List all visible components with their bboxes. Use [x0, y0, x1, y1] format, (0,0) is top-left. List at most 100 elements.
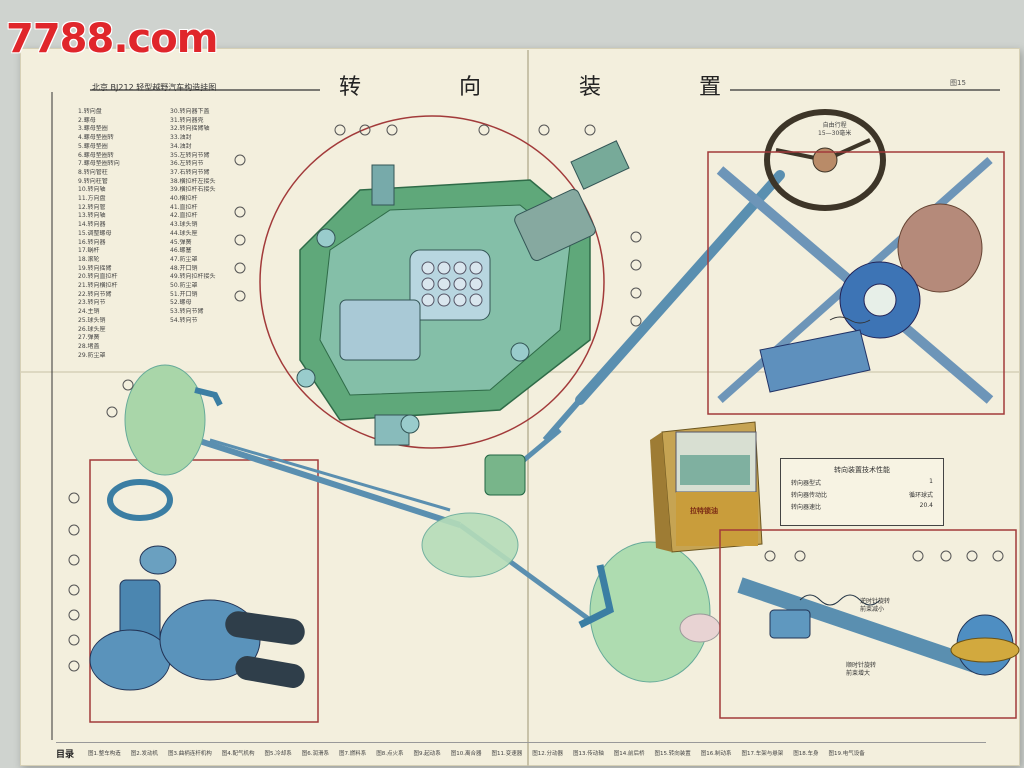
contents-item: 图7.燃料系 [339, 751, 367, 757]
legend-item: 1.转向盘 [78, 108, 102, 115]
legend-item: 47.防尘罩 [170, 255, 198, 263]
contents-item: 图15.转向装置 [654, 751, 691, 757]
spec-row: 转向器速比 20.4 [781, 502, 943, 511]
legend-item: 16.转向器 [78, 238, 106, 246]
legend-item: 20.转向直拉杆 [78, 273, 118, 281]
legend-item: 11.方向盘 [78, 195, 106, 203]
legend-item: 44.球头座 [170, 229, 198, 237]
legend-item: 51.开口销 [170, 290, 198, 298]
left-wheel [124, 364, 206, 476]
legend-item: 6.螺母垫圈转 [78, 151, 114, 159]
legend-item: 28.堵盖 [78, 342, 100, 350]
title-char: 向 [458, 75, 481, 100]
legend-item: 53.转向节臂 [170, 308, 204, 316]
spec-label: 转向器速比 [791, 504, 822, 511]
legend-item: 48.开口销 [170, 264, 198, 272]
legend-item: 17.蜗杆 [78, 247, 100, 255]
legend-item: 23.转向节 [78, 299, 106, 307]
legend-item: 13.转向轴 [78, 212, 106, 220]
title-char: 装 [578, 75, 601, 100]
contents-item: 图3.曲柄连杆机构 [168, 751, 212, 757]
legend-item: 30.转向器下盖 [170, 108, 210, 115]
contents-item: 图12.分动器 [532, 751, 564, 757]
legend-item: 43.球头销 [170, 221, 198, 229]
product-box-label: 拉特锁油 [690, 507, 718, 515]
detail-circle [259, 115, 605, 449]
spec-value: 20.4 [919, 502, 933, 509]
contents-item: 图19.电气设备 [828, 751, 865, 757]
legend-item: 42.直拉杆 [170, 212, 198, 220]
contents-item: 图18.车身 [793, 751, 819, 757]
legend-item: 41.直拉杆 [170, 203, 198, 211]
legend-item: 15.调整螺母 [78, 229, 112, 237]
legend-item: 54.转向节 [170, 316, 198, 324]
contents-item: 图1.整车构造 [88, 751, 121, 757]
free-play-label: 自由行程 15—30毫米 [818, 122, 852, 137]
legend-item: 10.转向轴 [78, 186, 106, 194]
legend-item: 3.螺母垫圈 [78, 125, 108, 133]
legend-item: 19.转向摇臂 [78, 264, 112, 272]
contents-item: 图8.点火系 [376, 751, 404, 757]
legend-item: 21.转向横拉杆 [78, 282, 118, 290]
legend-item: 33.油封 [170, 134, 192, 142]
contents-item: 图17.车架与悬架 [741, 751, 784, 757]
contents-label: 目录 [56, 749, 75, 760]
spec-value: 1 [929, 478, 933, 485]
poster-title: 转 向 装 置 [330, 68, 730, 102]
contents-bar: 目录 图1.整车构造 图2.发动机 图3.曲柄连杆机构 图4.配气机构 图5.冷却系 图6… [56, 742, 986, 763]
spec-row: 转向器传动比 循环球式 [781, 490, 943, 499]
contents-item: 图10.离合器 [450, 751, 482, 757]
legend-item: 18.滚轮 [78, 255, 100, 263]
spec-row: 转向器型式 1 [781, 478, 943, 487]
contents-item: 图2.发动机 [130, 751, 159, 757]
legend-item: 25.球头销 [78, 316, 106, 324]
contents-item: 图5.冷却系 [264, 751, 292, 757]
legend-item: 26.球头座 [78, 325, 106, 333]
legend-item: 5.螺母垫圈 [78, 142, 108, 150]
steering-gear-box [296, 140, 630, 446]
poster-subtitle: 北京 BJ212 轻型越野汽车构造挂图 [92, 83, 217, 92]
legend-item: 2.螺母 [78, 116, 96, 124]
column-detail-frame [707, 151, 1005, 415]
steering-column [575, 170, 785, 405]
legend-item: 34.油封 [170, 142, 192, 150]
legend-item: 8.转向管柱 [78, 168, 108, 176]
title-char: 转 [338, 75, 361, 100]
legend-item: 7.螺母垫圈转向 [78, 160, 120, 168]
legend-item: 36.左转向节 [170, 160, 204, 168]
steering-wheel [764, 109, 886, 211]
title-char: 置 [698, 75, 721, 100]
ccw-note: 逆时针旋转 前束减小 [860, 598, 891, 613]
product-box-photo [650, 421, 763, 553]
legend-item: 4.螺母垫圈转 [78, 134, 114, 142]
spec-label: 转向器型式 [791, 480, 822, 487]
legend-item: 50.防尘罩 [170, 282, 198, 290]
legend-item: 38.横拉杆左接头 [170, 177, 216, 185]
legend-item: 14.转向器 [78, 221, 106, 229]
tie-rods [149, 422, 592, 623]
spec-value: 循环球式 [908, 492, 933, 499]
spec-label: 转向器传动比 [791, 492, 828, 499]
legend-item: 37.右转向节臂 [170, 168, 210, 176]
contents-item: 图9.起动系 [413, 751, 441, 757]
legend-item: 9.转向柱管 [78, 177, 108, 185]
poster-page-number: 图15 [950, 79, 966, 87]
cw-note: 顺时针旋转 前束增大 [846, 662, 877, 677]
contents-item: 图13.传动轴 [573, 751, 604, 757]
contents-item: 图4.配气机构 [221, 751, 255, 757]
legend-item: 29.防尘罩 [78, 351, 106, 359]
legend-item: 40.横拉杆 [170, 195, 198, 203]
legend-item: 46.螺塞 [170, 247, 192, 255]
tie-rod-detail-frame [719, 529, 1017, 719]
legend-item: 45.弹簧 [170, 238, 192, 246]
legend-item: 24.主销 [78, 308, 100, 316]
contents-item: 图6.润滑系 [301, 751, 330, 757]
contents-item: 图11.变速器 [491, 751, 523, 757]
ball-joint-detail-frame [89, 459, 319, 723]
spec-table: 转向装置技术性能 转向器型式 1 转向器传动比 循环球式 转向器速比 20.4 [780, 458, 944, 526]
legend-item: 35.左转向节臂 [170, 151, 210, 159]
